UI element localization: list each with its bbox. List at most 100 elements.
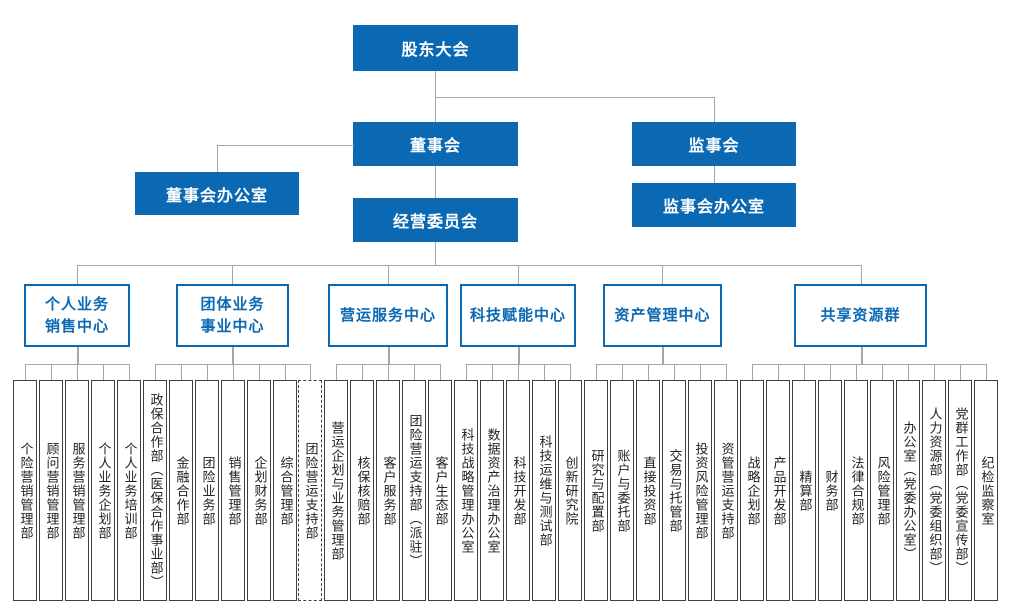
- center-node: 团体业务 事业中心: [176, 284, 289, 347]
- department-label: 企划财务部: [252, 455, 268, 526]
- department-node: 个人业务培训部: [117, 380, 141, 601]
- connector-line: [518, 347, 520, 364]
- department-node: 财务部: [818, 380, 842, 601]
- connector-line: [986, 364, 987, 380]
- connector-line: [388, 347, 390, 364]
- department-label: 综合管理部: [278, 455, 294, 526]
- department-node: 客户服务部: [376, 380, 400, 601]
- center-node: 科技赋能中心: [460, 284, 576, 347]
- connector-line: [435, 242, 436, 265]
- department-node: 科技运维与测试部: [532, 380, 556, 601]
- connector-line: [596, 364, 727, 365]
- connector-line: [217, 145, 354, 146]
- department-label: 党群工作部（党委宣传部）: [953, 406, 969, 575]
- connector-line: [259, 364, 260, 380]
- connector-line: [285, 364, 286, 380]
- node-shareholders-meeting: 股东大会: [353, 25, 518, 71]
- department-label: 风险管理部: [875, 455, 891, 526]
- department-node: 服务营销管理部: [65, 380, 89, 601]
- connector-line: [861, 265, 862, 284]
- department-label: 团险业务部: [200, 455, 216, 526]
- department-label: 团险营运支持部（派驻）: [407, 413, 423, 568]
- department-node: 政保合作部（医保合作事业部）: [143, 380, 167, 601]
- connector-line: [662, 347, 664, 364]
- connector-line: [435, 97, 715, 98]
- connector-line: [674, 364, 675, 380]
- connector-line: [492, 364, 493, 380]
- connector-line: [882, 364, 883, 380]
- department-node: 金融合作部: [169, 380, 193, 601]
- connector-line: [362, 364, 363, 380]
- connector-line: [934, 364, 935, 380]
- department-label: 战略企划部: [745, 455, 761, 526]
- department-node: 顾问营销管理部: [39, 380, 63, 601]
- department-label: 办公室（党委办公室）: [901, 420, 917, 561]
- department-label: 科技运维与测试部: [537, 434, 553, 547]
- department-label: 客户生态部: [433, 455, 449, 526]
- connector-line: [181, 364, 182, 380]
- department-label: 个人业务企划部: [96, 441, 112, 540]
- department-node: 营运企划与业务管理部: [324, 380, 348, 601]
- connector-line: [662, 265, 663, 284]
- department-label: 顾问营销管理部: [44, 441, 60, 540]
- connector-line: [570, 364, 571, 380]
- connector-line: [435, 166, 436, 198]
- connector-line: [207, 364, 208, 380]
- connector-line: [232, 265, 233, 284]
- connector-line: [752, 364, 753, 380]
- department-node: 个险营销管理部: [13, 380, 37, 601]
- department-label: 个险营销管理部: [18, 441, 34, 540]
- department-node: 产品开发部: [766, 380, 790, 601]
- connector-line: [77, 347, 79, 364]
- department-label: 纪检监察室: [979, 455, 995, 526]
- connector-line: [388, 364, 389, 380]
- department-node: 党群工作部（党委宣传部）: [948, 380, 972, 601]
- department-label: 人力资源部（党委组织部）: [927, 406, 943, 575]
- department-label: 科技战略管理办公室: [459, 427, 475, 554]
- department-label: 账户与委托部: [615, 448, 631, 533]
- department-label: 科技开发部: [511, 455, 527, 526]
- connector-line: [155, 364, 156, 380]
- department-label: 投资风险管理部: [693, 441, 709, 540]
- department-label: 资管营运支持部: [719, 441, 735, 540]
- department-node: 团险营运支持部（派驻）: [402, 380, 426, 601]
- department-node: 综合管理部: [273, 380, 297, 601]
- connector-line: [388, 265, 389, 284]
- department-label: 数据资产治理办公室: [485, 427, 501, 554]
- department-label: 销售管理部: [226, 455, 242, 526]
- connector-line: [233, 364, 234, 380]
- department-node: 账户与委托部: [610, 380, 634, 601]
- department-node: 研究与配置部: [584, 380, 608, 601]
- department-label: 产品开发部: [771, 455, 787, 526]
- connector-line: [103, 364, 104, 380]
- department-node: 企划财务部: [247, 380, 271, 601]
- connector-line: [51, 364, 52, 380]
- department-node: 个人业务企划部: [91, 380, 115, 601]
- connector-line: [336, 364, 337, 380]
- department-node: 团险营运支持部: [298, 380, 322, 601]
- department-node: 数据资产治理办公室: [480, 380, 504, 601]
- department-node: 科技开发部: [506, 380, 530, 601]
- connector-line: [217, 145, 218, 172]
- department-label: 精算部: [797, 469, 813, 512]
- connector-line: [778, 364, 779, 380]
- connector-line: [129, 364, 130, 380]
- department-label: 研究与配置部: [589, 448, 605, 533]
- department-label: 团险营运支持部: [303, 441, 319, 540]
- connector-line: [861, 347, 863, 364]
- node-board-of-directors: 董事会: [353, 122, 518, 166]
- department-node: 人力资源部（党委组织部）: [922, 380, 946, 601]
- connector-line: [440, 364, 441, 380]
- connector-line: [544, 364, 545, 380]
- connector-line: [518, 364, 519, 380]
- connector-line: [77, 265, 78, 284]
- connector-line: [960, 364, 961, 380]
- connector-line: [518, 265, 519, 284]
- node-management-committee: 经营委员会: [353, 198, 518, 242]
- department-node: 精算部: [792, 380, 816, 601]
- connector-line: [804, 364, 805, 380]
- connector-line: [856, 364, 857, 380]
- department-label: 交易与托管部: [667, 448, 683, 533]
- connector-line: [752, 364, 987, 365]
